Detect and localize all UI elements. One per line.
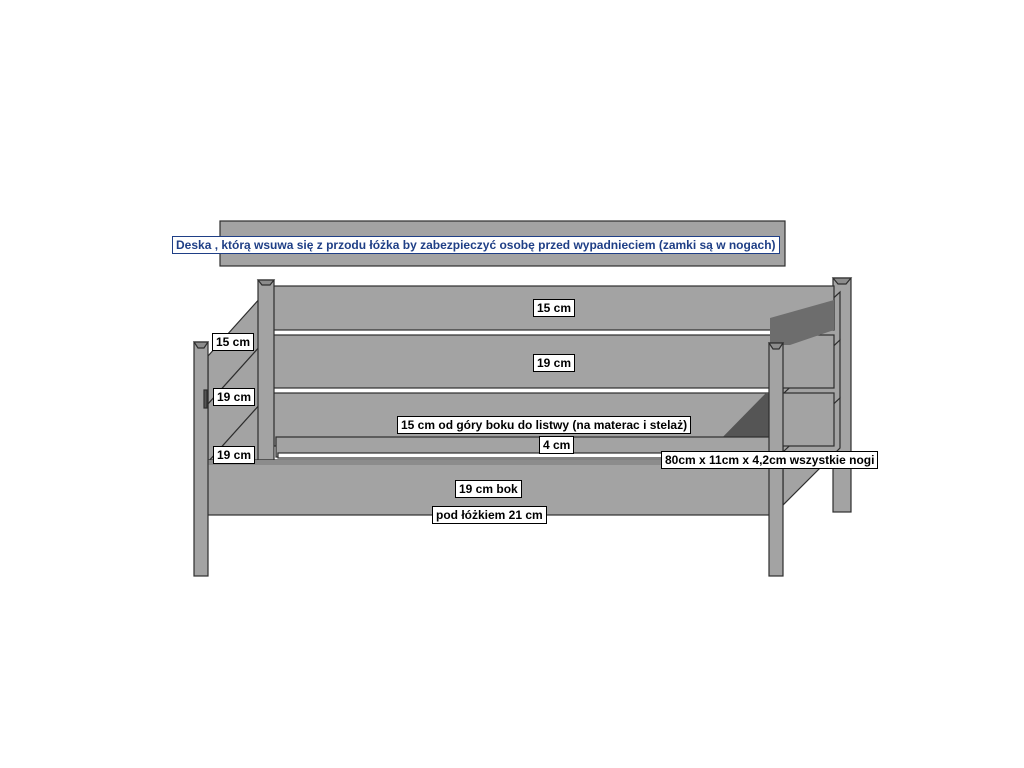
left-top-board-label: 15 cm [212, 333, 255, 351]
left-back-post [257, 279, 275, 461]
back-top-board-label: 15 cm [533, 299, 576, 317]
legs-label: 80cm x 11cm x 4,2cm wszystkie nogi [661, 451, 879, 469]
back-middle-board-label: 19 cm [533, 354, 576, 372]
under-bed-label: pod łóżkiem 21 cm [432, 506, 547, 524]
front-guard-note: Deska , którą wsuwa się z przodu łóżka b… [172, 236, 780, 254]
leg-lock-slot-left [203, 389, 208, 409]
side-board-label: 19 cm bok [455, 480, 522, 498]
rail-position-label: 15 cm od góry boku do listwy (na materac… [397, 416, 692, 434]
rail-label: 4 cm [539, 436, 575, 454]
left-bottom-board-label: 19 cm [213, 446, 256, 464]
left-middle-board-label: 19 cm [213, 388, 256, 406]
left-front-leg [193, 341, 209, 577]
